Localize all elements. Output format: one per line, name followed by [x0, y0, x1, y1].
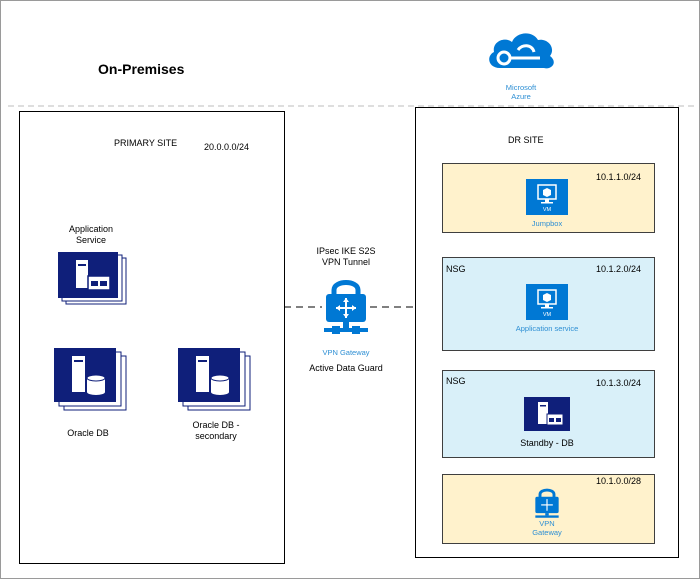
dr-vpn-gateway-icon [533, 485, 561, 519]
subnet-vpn-cidr: 10.1.0.0/28 [596, 476, 642, 486]
app-service-vm-icon: VM [526, 284, 568, 320]
jumpbox-vm-icon-text: VM [543, 207, 552, 213]
dr-app-service-label: Application service [515, 324, 579, 333]
standby-db-label: Standby - DB [520, 438, 574, 448]
dr-vpn-gateway-label-line2: Gateway [532, 528, 562, 537]
app-service-icon [58, 252, 128, 306]
subnet-jumpbox-cidr: 10.1.1.0/24 [596, 172, 642, 182]
azure-brand-line2: Azure [511, 92, 531, 101]
dr-site-label: DR SITE [508, 135, 544, 145]
oracle-db-secondary-label: Oracle DB - secondary [176, 420, 256, 442]
azure-brand-line1: Microsoft [505, 83, 537, 92]
app-service-label-line2: Service [75, 235, 106, 245]
dr-vpn-gateway-label: VPN Gateway [517, 519, 577, 537]
primary-site-cidr: 20.0.0.0/24 [204, 142, 250, 152]
app-service-vm-icon-text: VM [543, 312, 552, 318]
dr-vpn-gateway-label-line1: VPN [539, 519, 555, 528]
vpn-gateway-icon [322, 274, 370, 336]
jumpbox-vm-icon: VM [526, 179, 568, 215]
tunnel-label-line1: IPsec IKE S2S [316, 246, 376, 256]
primary-site-label: PRIMARY SITE [114, 138, 178, 148]
app-service-label-line1: Application [68, 224, 114, 234]
primary-site-box [19, 111, 285, 564]
jumpbox-label: Jumpbox [531, 219, 563, 228]
azure-cloud-icon [482, 28, 560, 74]
subnet-vpn-gateway [442, 474, 655, 544]
app-service-label: Application Service [54, 224, 128, 246]
center-vpn-gateway-label: VPN Gateway [322, 348, 370, 357]
active-data-guard-label: Active Data Guard [309, 363, 383, 373]
tunnel-label-line2: VPN Tunnel [321, 257, 371, 267]
oracle-db-secondary-icon [178, 348, 252, 412]
oracle-db-secondary-line1: Oracle DB - [192, 420, 240, 430]
page-title: On-Premises [98, 61, 185, 77]
subnet-app-nsg: NSG [446, 264, 466, 274]
azure-brand-label: Microsoft Azure [495, 83, 547, 101]
oracle-db-label: Oracle DB [67, 428, 109, 438]
subnet-app-cidr: 10.1.2.0/24 [596, 264, 642, 274]
subnet-db-nsg: NSG [446, 376, 466, 386]
tunnel-label: IPsec IKE S2S VPN Tunnel [296, 246, 396, 268]
subnet-db-cidr: 10.1.3.0/24 [596, 378, 642, 388]
standby-db-server-icon [524, 397, 570, 431]
oracle-db-icon [54, 348, 128, 412]
oracle-db-secondary-line2: secondary [195, 431, 237, 441]
